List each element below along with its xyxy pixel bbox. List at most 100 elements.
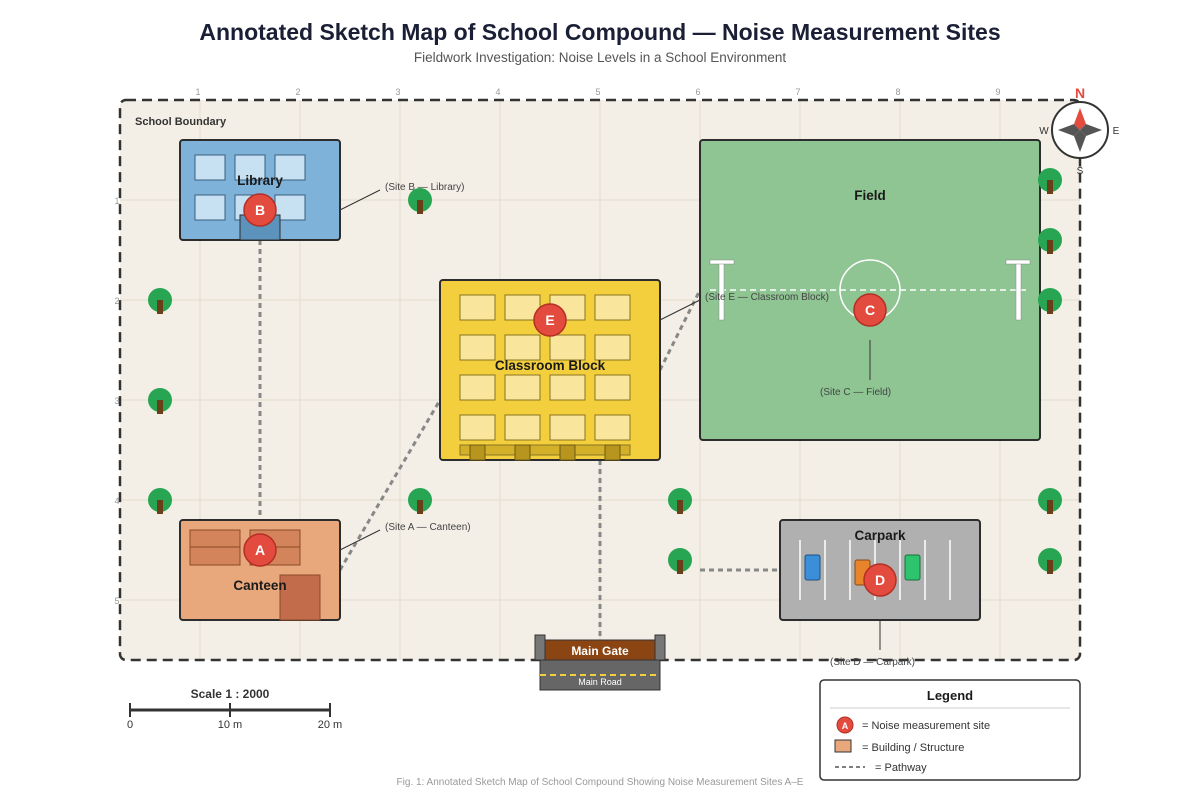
classroom-window	[594, 414, 631, 441]
classroom-window	[549, 334, 586, 361]
annotation-site-a: (Site A — Canteen)	[385, 522, 471, 533]
canteen-kitchen	[279, 574, 321, 621]
legend-site-sample: A	[842, 721, 849, 731]
grid-numbers-top: 1 2 3 4 5 6 7 8 9	[195, 87, 1000, 97]
classroom-window	[549, 414, 586, 441]
goal-crossbar-left	[709, 259, 735, 265]
grid-col-3: 3	[395, 87, 400, 97]
tree	[1038, 168, 1062, 194]
annotation-site-d: (Site D — Carpark)	[830, 657, 915, 668]
site-a-letter: A	[255, 542, 265, 558]
compass-north-label: N	[1075, 85, 1085, 101]
tree	[148, 388, 172, 414]
library-window	[274, 154, 306, 181]
grid-col-8: 8	[895, 87, 900, 97]
grid-row-2: 2	[114, 296, 119, 306]
site-d-letter: D	[875, 572, 885, 588]
compass-needle-south	[1074, 130, 1086, 152]
goal-post-left	[718, 261, 725, 321]
site-marker-a[interactable]: A	[243, 533, 277, 567]
map-title: Annotated Sketch Map of School Compound …	[199, 19, 1000, 45]
legend-site-text: = Noise measurement site	[862, 720, 990, 732]
field-label: Field	[854, 188, 886, 203]
classroom-window	[459, 294, 496, 321]
legend-building-swatch	[834, 739, 852, 753]
canteen-building: Canteen	[179, 519, 341, 621]
classroom-window	[504, 334, 541, 361]
map-subtitle: Fieldwork Investigation: Noise Levels in…	[414, 50, 786, 65]
tree	[668, 488, 692, 514]
grid-col-1: 1	[195, 87, 200, 97]
site-marker-b[interactable]: B	[243, 193, 277, 227]
compass-needle-west	[1058, 124, 1080, 136]
tree	[148, 288, 172, 314]
main-gate	[544, 639, 656, 661]
compass-south-label: S	[1077, 166, 1084, 177]
scale-tick-20: 20 m	[318, 719, 342, 731]
library-label: Library	[237, 173, 283, 188]
classroom-window	[594, 374, 631, 401]
tree	[148, 488, 172, 514]
classroom-corridor	[459, 444, 631, 456]
classroom-window	[459, 334, 496, 361]
tree	[1038, 488, 1062, 514]
classroom-window	[594, 334, 631, 361]
classroom-block-label: Classroom Block	[495, 358, 606, 373]
tree	[1038, 548, 1062, 574]
compass-rose: N S E W	[1039, 85, 1119, 177]
legend: Legend A = Noise measurement site = Buil…	[819, 679, 1081, 781]
gate-pillar-left	[534, 634, 546, 661]
grid-row-3: 3	[114, 396, 119, 406]
legend-box	[819, 679, 1081, 781]
tree	[408, 188, 432, 214]
scale-title: Scale 1 : 2000	[191, 687, 270, 701]
classroom-window	[504, 374, 541, 401]
grid-col-4: 4	[495, 87, 500, 97]
gate-pillar-right	[654, 634, 666, 661]
site-marker-d[interactable]: D	[863, 563, 897, 597]
boundary-label: School Boundary	[135, 116, 227, 128]
grid-row-1: 1	[114, 196, 119, 206]
compass-west-label: W	[1039, 126, 1049, 137]
site-e-letter: E	[545, 312, 554, 328]
classroom-door	[514, 444, 531, 461]
grid-row-4: 4	[114, 496, 119, 506]
tree	[1038, 288, 1062, 314]
grid-row-5: 5	[114, 596, 119, 606]
legend-title: Legend	[927, 688, 973, 703]
scale-tick-10: 10 m	[218, 719, 242, 731]
pathway-canteen-classroom	[338, 399, 442, 571]
goal-crossbar-right	[1005, 259, 1031, 265]
compass-needle-east	[1080, 124, 1102, 136]
main-road-label: Main Road	[578, 677, 622, 687]
compass-east-label: E	[1113, 126, 1120, 137]
figure-caption: Fig. 1: Annotated Sketch Map of School C…	[397, 777, 804, 788]
scale-bar: Scale 1 : 2000 0 10 m 20 m	[127, 687, 342, 731]
site-marker-c[interactable]: C	[853, 293, 887, 327]
classroom-door	[559, 444, 576, 461]
legend-building-text: = Building / Structure	[862, 742, 964, 754]
tree	[668, 548, 692, 574]
library-window	[194, 194, 226, 221]
car-green	[904, 554, 921, 581]
main-gate-label: Main Gate	[571, 644, 629, 658]
site-marker-e[interactable]: E	[533, 303, 567, 337]
trees	[148, 168, 1062, 574]
classroom-block-building: Classroom Block	[439, 279, 661, 461]
main-gate-area: Main Road Main Gate	[534, 634, 666, 691]
legend-path-text: = Pathway	[875, 762, 927, 774]
grid-col-7: 7	[795, 87, 800, 97]
classroom-window	[594, 294, 631, 321]
grid-col-9: 9	[995, 87, 1000, 97]
grid-col-6: 6	[695, 87, 700, 97]
classroom-window	[459, 374, 496, 401]
annotation-site-c: (Site C — Field)	[820, 387, 891, 398]
library-window	[234, 154, 266, 181]
annotation-site-e: (Site E — Classroom Block)	[705, 292, 829, 303]
classroom-window	[549, 374, 586, 401]
tree	[408, 488, 432, 514]
grid-numbers-left: 1 2 3 4 5	[114, 196, 119, 606]
classroom-door	[469, 444, 486, 461]
library-window	[194, 154, 226, 181]
